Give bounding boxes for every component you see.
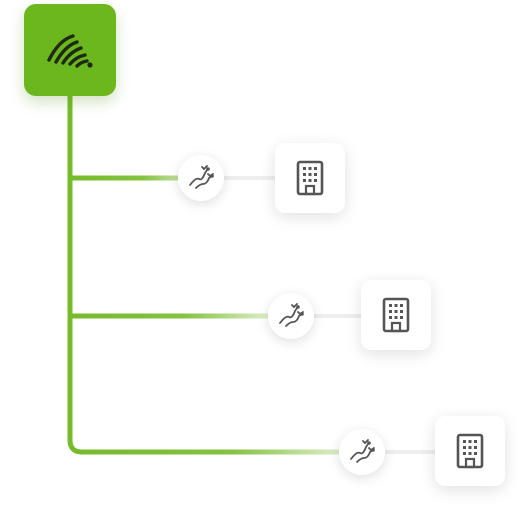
building-icon [296, 160, 324, 196]
fiber-optic-icon [47, 34, 93, 68]
building-endpoint-3[interactable] [435, 416, 505, 486]
building-endpoint-2[interactable] [361, 280, 431, 350]
building-endpoint-1[interactable] [275, 143, 345, 213]
splice-icon [350, 439, 375, 463]
splice-icon [189, 165, 214, 189]
building-icon [382, 297, 410, 333]
splice-connector-2[interactable] [268, 293, 314, 339]
splice-connector-1[interactable] [178, 155, 224, 201]
hub-node [24, 4, 116, 96]
trunk-line [67, 92, 83, 455]
splice-icon [279, 303, 304, 327]
building-icon [456, 433, 484, 469]
splice-connector-3[interactable] [339, 429, 385, 475]
